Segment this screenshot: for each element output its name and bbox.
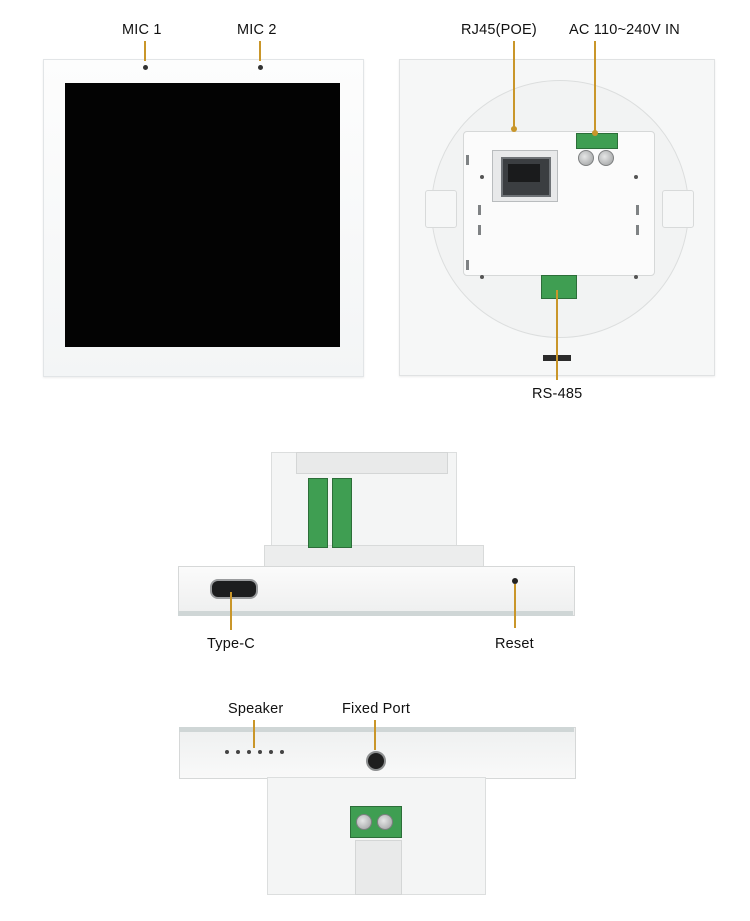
reset-leader — [514, 584, 516, 628]
mic2-hole — [258, 65, 263, 70]
top-housing-slot — [355, 840, 402, 895]
typec-port — [210, 579, 258, 599]
speaker-hole — [247, 750, 251, 754]
top-screw-right — [377, 814, 393, 830]
rs485-terminal-block — [541, 275, 577, 299]
reset-hole — [512, 578, 518, 584]
fixed-port-leader — [374, 720, 376, 750]
screw-dot — [480, 175, 484, 179]
bottom-glass-edge — [178, 611, 573, 616]
bottom-housing-notch — [296, 452, 448, 474]
mic1-hole — [143, 65, 148, 70]
rs485-label: RS-485 — [532, 386, 583, 402]
ac-terminal-block — [576, 133, 618, 149]
top-screw-left — [356, 814, 372, 830]
speaker-label: Speaker — [228, 701, 284, 717]
speaker-hole — [236, 750, 240, 754]
screw-dot — [480, 275, 484, 279]
mic1-leader — [144, 41, 146, 61]
ac-leader — [594, 41, 596, 133]
speaker-leader — [253, 720, 255, 748]
terminal-strip-right — [332, 478, 352, 548]
slot — [478, 225, 481, 235]
left-tab — [425, 190, 457, 228]
ac-label: AC 110~240V IN — [569, 22, 680, 38]
top-glass-edge — [179, 727, 574, 732]
rj45-label: RJ45(POE) — [461, 22, 537, 38]
fixed-port-hole — [366, 751, 386, 771]
reset-label: Reset — [495, 636, 534, 652]
mic2-leader — [259, 41, 261, 61]
mic2-label: MIC 2 — [237, 22, 277, 38]
fixed-port-label: Fixed Port — [342, 701, 411, 717]
speaker-hole — [225, 750, 229, 754]
slot — [466, 155, 469, 165]
rj45-leader — [513, 41, 515, 128]
right-tab — [662, 190, 694, 228]
rs485-leader — [556, 290, 558, 380]
touch-screen — [65, 83, 340, 347]
ac-screw-left — [578, 150, 594, 166]
slot — [636, 205, 639, 215]
screw-dot — [634, 275, 638, 279]
speaker-hole — [269, 750, 273, 754]
ac-screw-right — [598, 150, 614, 166]
slot — [466, 260, 469, 270]
rj45-socket — [508, 164, 540, 182]
rj45-leader-dot — [511, 126, 517, 132]
screw-dot — [634, 175, 638, 179]
mic1-label: MIC 1 — [122, 22, 162, 38]
speaker-hole — [280, 750, 284, 754]
terminal-strip-left — [308, 478, 328, 548]
slot — [636, 225, 639, 235]
slot — [478, 205, 481, 215]
speaker-hole — [258, 750, 262, 754]
typec-leader — [230, 592, 232, 630]
ac-leader-dot — [592, 130, 598, 136]
typec-label: Type-C — [207, 636, 255, 652]
